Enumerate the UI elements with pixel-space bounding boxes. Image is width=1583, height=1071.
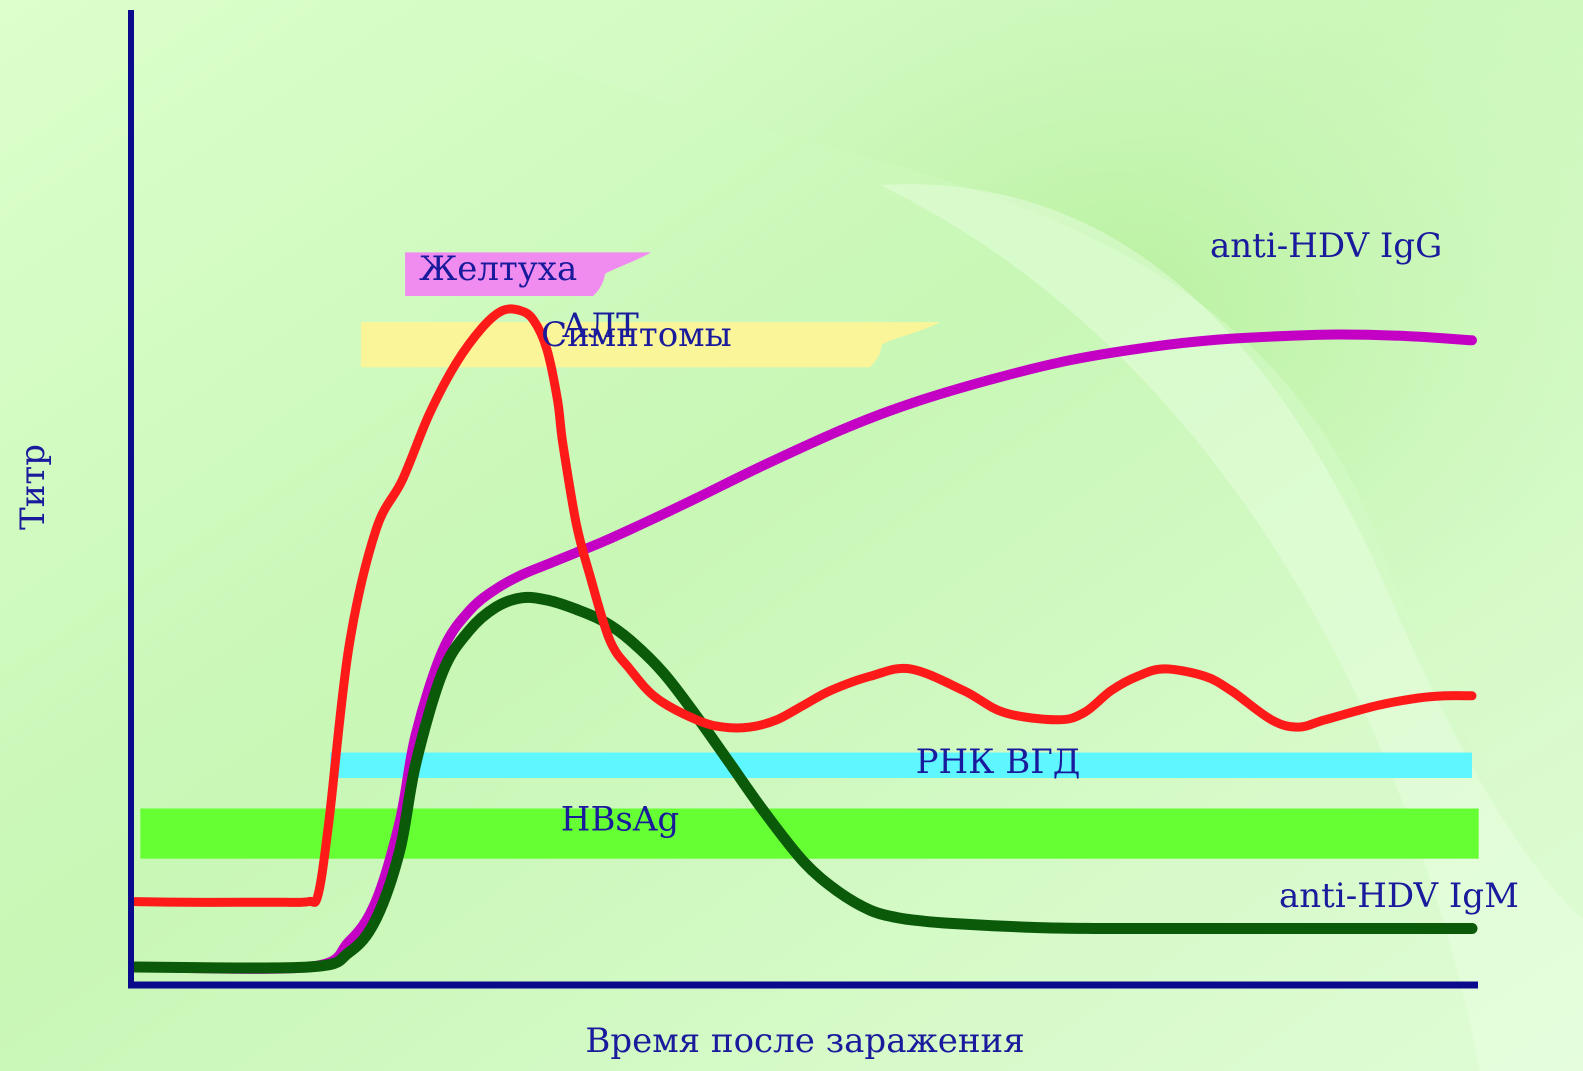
hbsag-band — [140, 808, 1479, 859]
labels-layer: АЛТ anti-HDV IgG anti-HDV IgM Время посл… — [13, 226, 1519, 1061]
bands-layer — [140, 252, 1479, 859]
background-swoosh-light — [880, 184, 1583, 1071]
background-swoosh — [420, 0, 1583, 900]
symptoms-band — [360, 322, 940, 368]
igg-annotation: anti-HDV IgG — [1210, 226, 1442, 266]
curves-layer — [129, 304, 1478, 974]
igg-series-line — [130, 329, 1477, 974]
jaundice-band — [405, 252, 652, 296]
axes — [128, 10, 1478, 989]
rna-band-label: РНК ВГД — [916, 742, 1081, 782]
y-axis-label: Титр — [13, 444, 53, 530]
symptoms-band-label: Симптомы — [541, 315, 732, 355]
x-axis-label: Время после заражения — [585, 1021, 1024, 1061]
alt-annotation: АЛТ — [562, 306, 639, 346]
jaundice-band-label: Желтуха — [419, 249, 577, 289]
alt-series-line — [130, 304, 1477, 907]
igm-series-line — [129, 591, 1478, 974]
rna-band — [330, 752, 1472, 778]
igm-annotation: anti-HDV IgM — [1279, 876, 1519, 916]
hbsag-band-label: HBsAg — [561, 800, 679, 840]
